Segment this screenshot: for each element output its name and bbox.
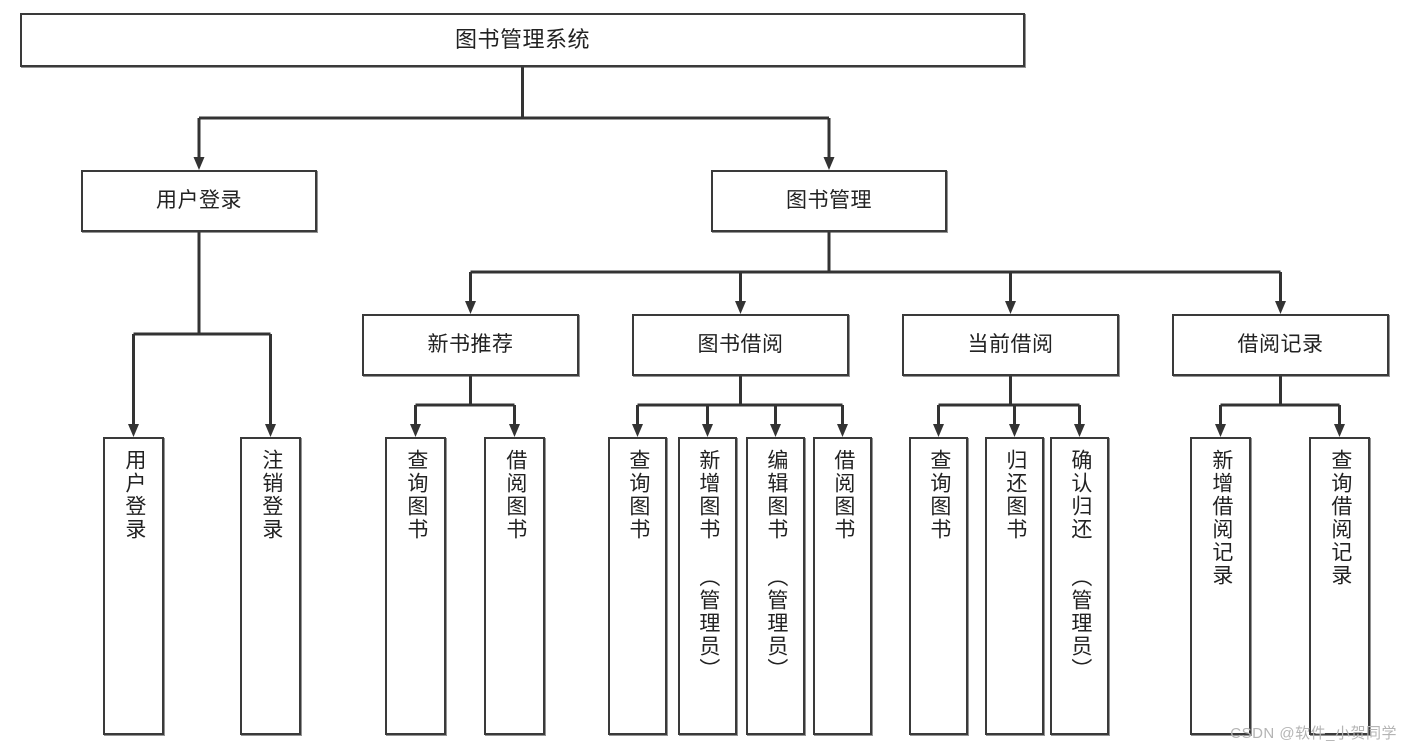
node-user-logout-action[interactable]: 注销登录: [240, 437, 301, 735]
node-label: 查询图书: [626, 449, 650, 541]
node-user-login-action[interactable]: 用户登录: [103, 437, 164, 735]
node-record-add-borrow[interactable]: 新增借阅记录: [1190, 437, 1251, 735]
node-record-query-borrow[interactable]: 查询借阅记录: [1309, 437, 1370, 735]
node-new-book-recommend[interactable]: 新书推荐: [362, 314, 579, 376]
node-label: 编辑图书 （管理员）: [764, 449, 788, 681]
node-current-return-book[interactable]: 归还图书: [985, 437, 1044, 735]
node-label: 注销登录: [259, 449, 283, 541]
node-label: 归还图书: [1003, 449, 1027, 541]
node-borrow-borrow-book[interactable]: 借阅图书: [813, 437, 872, 735]
node-label: 当前借阅: [967, 332, 1054, 356]
node-label: 新增借阅记录: [1209, 449, 1233, 587]
node-recommend-borrow-book[interactable]: 借阅图书: [484, 437, 545, 735]
node-label: 查询借阅记录: [1328, 449, 1352, 587]
node-label: 查询图书: [927, 449, 951, 541]
node-label: 图书借阅: [697, 332, 784, 356]
node-borrow-record[interactable]: 借阅记录: [1172, 314, 1389, 376]
node-label: 新书推荐: [427, 332, 514, 356]
node-recommend-query-book[interactable]: 查询图书: [385, 437, 446, 735]
node-book-manage[interactable]: 图书管理: [711, 170, 947, 232]
node-label: 查询图书: [404, 449, 428, 541]
node-label: 借阅记录: [1237, 332, 1324, 356]
node-root-system[interactable]: 图书管理系统: [20, 13, 1025, 67]
node-label: 借阅图书: [503, 449, 527, 541]
node-user-login[interactable]: 用户登录: [81, 170, 317, 232]
node-label: 图书管理系统: [454, 27, 590, 53]
node-label: 图书管理: [786, 188, 872, 212]
node-book-borrow[interactable]: 图书借阅: [632, 314, 849, 376]
node-borrow-add-book[interactable]: 新增图书 （管理员）: [678, 437, 737, 735]
node-borrow-query-book[interactable]: 查询图书: [608, 437, 667, 735]
node-label: 用户登录: [122, 449, 146, 541]
node-label: 确认归还 （管理员）: [1068, 449, 1092, 681]
csdn-watermark: CSDN @软件_小贺同学: [1230, 725, 1397, 742]
node-current-confirm-return[interactable]: 确认归还 （管理员）: [1050, 437, 1109, 735]
node-label: 新增图书 （管理员）: [696, 449, 720, 681]
node-label: 借阅图书: [831, 449, 855, 541]
node-label: 用户登录: [156, 188, 242, 212]
node-current-query-book[interactable]: 查询图书: [909, 437, 968, 735]
node-borrow-edit-book[interactable]: 编辑图书 （管理员）: [746, 437, 805, 735]
node-current-borrow[interactable]: 当前借阅: [902, 314, 1119, 376]
